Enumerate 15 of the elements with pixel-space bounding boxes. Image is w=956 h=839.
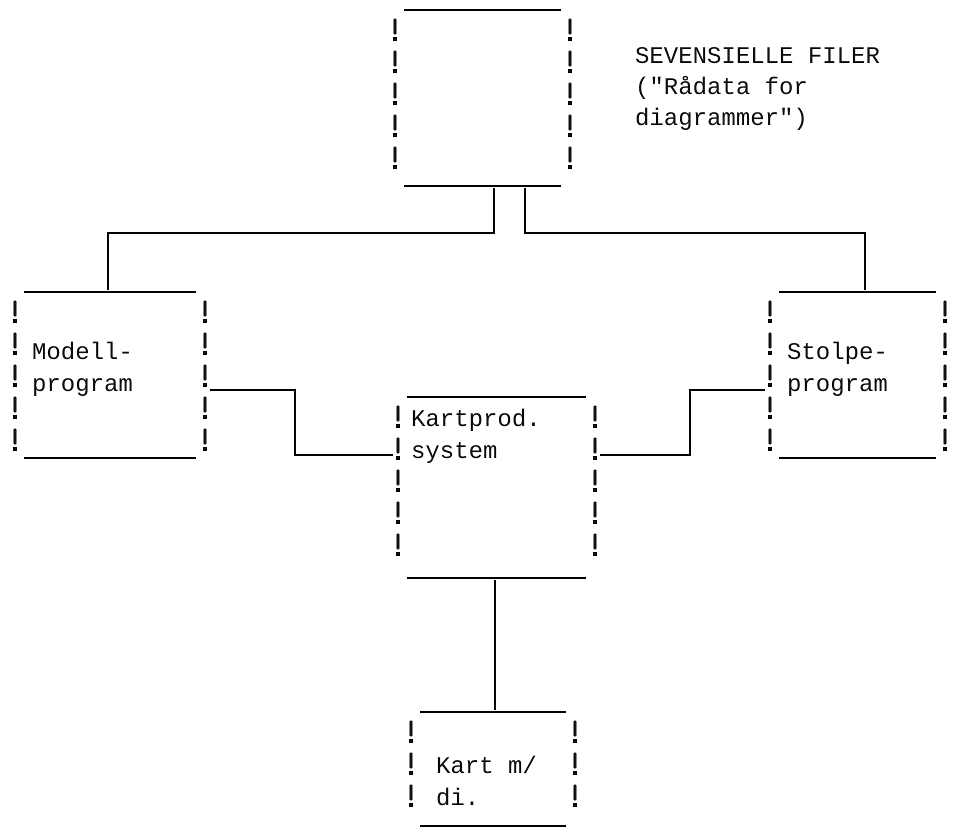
process-box <box>765 290 950 460</box>
box-label: Kart m/ di. <box>436 753 538 815</box>
box-label: Stolpe- program <box>787 339 889 401</box>
connector-line <box>600 389 765 456</box>
process-box <box>10 290 210 460</box>
box-label: Modell- program <box>32 339 134 401</box>
process-box <box>393 395 600 580</box>
node-caption: SEVENSIELLE FILER ("Rådata for diagrammer") <box>635 43 881 135</box>
connector-line <box>210 389 393 456</box>
process-box <box>406 710 580 828</box>
box-label: Kartprod. system <box>411 406 542 468</box>
connector-line <box>494 580 496 710</box>
process-box <box>390 8 575 188</box>
connector-line <box>524 188 866 290</box>
connector-line <box>107 188 495 290</box>
